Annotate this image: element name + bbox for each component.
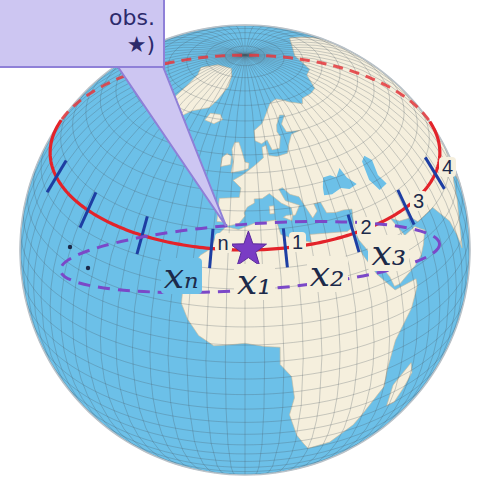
graticule <box>20 25 470 475</box>
land-group <box>153 37 462 448</box>
current-star <box>230 231 266 265</box>
point-label: x₃ <box>368 235 409 271</box>
ellipsis-dot <box>68 245 72 249</box>
callout-box: obs.★) <box>0 0 165 68</box>
callout-pointer <box>116 64 226 226</box>
callout-number: 3 <box>410 191 427 211</box>
callout-text: obs. <box>109 4 155 31</box>
callout-number: 2 <box>357 217 374 237</box>
group-ellipse <box>58 211 442 303</box>
tick-mark <box>283 228 287 267</box>
tick-mark <box>47 161 66 193</box>
ocean-sphere <box>20 25 470 475</box>
ellipsis-dots <box>68 245 90 270</box>
callout-text: ★) <box>127 31 155 58</box>
ellipsis-dot <box>86 266 90 270</box>
callout-number: 1 <box>289 232 306 252</box>
parallel-front <box>50 120 440 250</box>
callout-number: 4 <box>439 157 456 177</box>
globe-outline <box>20 25 470 475</box>
point-label: x₁ <box>234 264 275 300</box>
point-label: x₂ <box>307 256 348 292</box>
tick-mark <box>210 229 213 268</box>
point-label: xₙ <box>161 258 202 294</box>
callout-number: n <box>215 233 232 253</box>
land-shape <box>181 220 417 448</box>
tick-mark <box>80 192 96 227</box>
